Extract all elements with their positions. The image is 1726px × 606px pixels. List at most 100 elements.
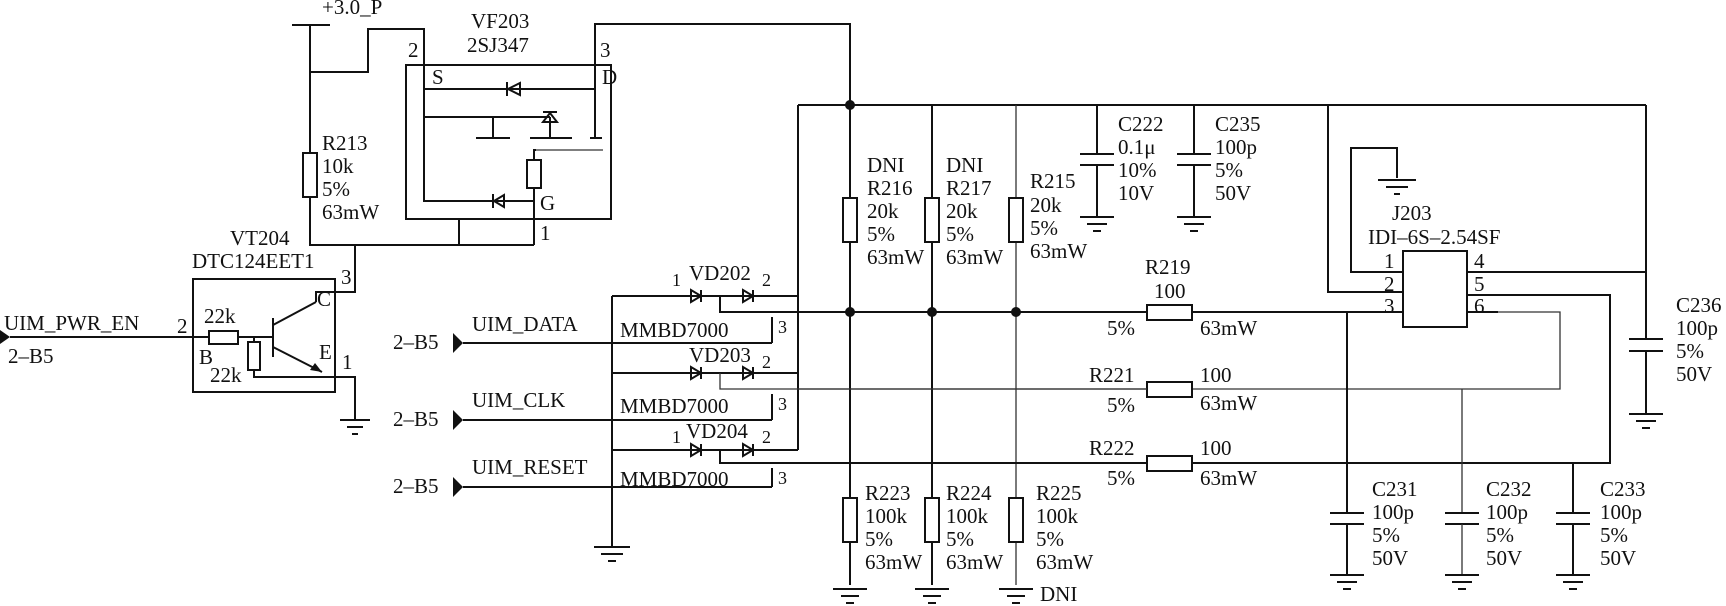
c235-ref: C235 xyxy=(1215,112,1261,136)
diode-array-vd204: 1 VD204 2 MMBD7000 3 xyxy=(612,294,1611,491)
r213-tol: 5% xyxy=(322,177,350,201)
r216-power: 63mW xyxy=(867,245,924,269)
vd204-pin2: 2 xyxy=(762,427,771,447)
r223-tol: 5% xyxy=(865,527,893,551)
port-uim-clk[interactable]: 2–B5 UIM_CLK xyxy=(393,388,772,431)
r222-value: 100 xyxy=(1200,436,1232,460)
r221-value: 100 xyxy=(1200,363,1232,387)
r222-ref: R222 xyxy=(1089,436,1135,460)
r219-tol: 5% xyxy=(1107,316,1135,340)
c233-tol: 5% xyxy=(1600,523,1628,547)
net-uim-clk: UIM_CLK xyxy=(472,388,565,412)
c222-value: 0.1μ xyxy=(1118,135,1156,159)
vt204-part: DTC124EET1 xyxy=(192,249,314,273)
j203-pin6: 6 xyxy=(1474,294,1485,318)
c235-value: 100p xyxy=(1215,135,1257,159)
vt204-ref: VT204 xyxy=(230,226,290,250)
c231-ref: C231 xyxy=(1372,477,1418,501)
c222-tol: 10% xyxy=(1118,158,1157,182)
r221-ref: R221 xyxy=(1089,363,1135,387)
vd203-pin2: 2 xyxy=(762,352,771,372)
r219-power: 63mW xyxy=(1200,316,1257,340)
vd202-pin3: 3 xyxy=(778,317,787,337)
r217-tol: 5% xyxy=(946,222,974,246)
c236-voltage: 50V xyxy=(1676,362,1712,386)
resistor-r222: R222 100 5% 63mW xyxy=(1089,436,1257,490)
vd202-part: MMBD7000 xyxy=(620,318,729,342)
r216-tol: 5% xyxy=(867,222,895,246)
r223-power: 63mW xyxy=(865,550,922,574)
port-arrow-icon xyxy=(0,330,10,344)
transistor-vt204: VT204 DTC124EET1 3 C B E 1 2 22k 22k xyxy=(10,226,356,420)
vf203-ref: VF203 xyxy=(471,9,529,33)
c222-ref: C222 xyxy=(1118,112,1164,136)
resistor-r219: R219 100 5% 63mW xyxy=(1107,255,1257,340)
vt204-pin-e: 1 xyxy=(342,350,353,374)
r223-value: 100k xyxy=(865,504,908,528)
vd202-pin2: 2 xyxy=(762,270,771,290)
net-uim-reset-ref: 2–B5 xyxy=(393,474,439,498)
vf203-label-g: G xyxy=(540,191,555,215)
resistor-r213: R213 10k 5% 63mW xyxy=(302,131,379,224)
resistor-r225: R225 100k 5% 63mW DNI xyxy=(999,481,1093,606)
r224-tol: 5% xyxy=(946,527,974,551)
j203-pin3: 3 xyxy=(1384,294,1395,318)
r224-power: 63mW xyxy=(946,550,1003,574)
r215-tol: 5% xyxy=(1030,216,1058,240)
c232-value: 100p xyxy=(1486,500,1528,524)
ground-icon xyxy=(915,588,949,604)
r217-ref: R217 xyxy=(946,176,992,200)
resistor-r217: DNI R217 20k 5% 63mW xyxy=(924,105,1003,585)
mosfet-vf203: VF203 2SJ347 2 3 S D G 1 xyxy=(405,9,617,245)
vf203-pin-s: 2 xyxy=(408,38,419,62)
r216-value: 20k xyxy=(867,199,899,223)
c236-value: 100p xyxy=(1676,316,1718,340)
ground-icon xyxy=(340,419,370,435)
vt204-label-c: C xyxy=(317,287,331,311)
j203-pin4: 4 xyxy=(1474,249,1485,273)
r221-power: 63mW xyxy=(1200,391,1257,415)
ground-icon xyxy=(594,546,630,562)
vd204-pin3: 3 xyxy=(778,468,787,488)
r215-power: 63mW xyxy=(1030,239,1087,263)
resistor-r221: R221 100 5% 63mW xyxy=(1089,363,1257,417)
port-uim-data[interactable]: 2–B5 UIM_DATA xyxy=(393,312,772,354)
c232-ref: C232 xyxy=(1486,477,1532,501)
r225-tol: 5% xyxy=(1036,527,1064,551)
r221-tol: 5% xyxy=(1107,393,1135,417)
net-uim-reset: UIM_RESET xyxy=(472,455,588,479)
c231-value: 100p xyxy=(1372,500,1414,524)
vd202-pin1: 1 xyxy=(672,270,681,290)
vd204-ref: VD204 xyxy=(686,419,748,443)
j203-pin2: 2 xyxy=(1384,272,1395,296)
vd204-pin1: 1 xyxy=(672,427,681,447)
ground-icon xyxy=(999,588,1033,604)
r222-power: 63mW xyxy=(1200,466,1257,490)
r217-note: DNI xyxy=(946,153,983,177)
j203-part: IDI–6S–2.54SF xyxy=(1368,225,1500,249)
capacitor-c232: C232 100p 5% 50V xyxy=(1445,389,1532,590)
port-uim-reset[interactable]: 2–B5 UIM_RESET xyxy=(393,455,772,498)
net-uim-clk-ref: 2–B5 xyxy=(393,407,439,431)
vf203-label-s: S xyxy=(432,65,444,89)
vd204-part: MMBD7000 xyxy=(620,467,729,491)
vf203-pin-g: 1 xyxy=(540,221,551,245)
r223-ref: R223 xyxy=(865,481,911,505)
vd203-part: MMBD7000 xyxy=(620,394,729,418)
vf203-part: 2SJ347 xyxy=(467,33,529,57)
resistor-r223: R223 100k 5% 63mW xyxy=(833,481,922,604)
power-label: +3.0_P xyxy=(322,0,382,19)
r216-note: DNI xyxy=(867,153,904,177)
r217-value: 20k xyxy=(946,199,978,223)
r213-power: 63mW xyxy=(322,200,379,224)
port-uim-pwr-en[interactable]: UIM_PWR_EN 2–B5 xyxy=(0,311,139,368)
capacitor-c236: C236 100p 5% 50V xyxy=(1629,272,1722,429)
r224-value: 100k xyxy=(946,504,989,528)
connector-j203: J203 IDI–6S–2.54SF 1 2 3 4 5 6 xyxy=(1327,105,1647,328)
r219-ref: R219 xyxy=(1145,255,1191,279)
port-arrow-icon xyxy=(453,333,463,353)
c236-tol: 5% xyxy=(1676,339,1704,363)
c236-ref: C236 xyxy=(1676,293,1722,317)
r225-note: DNI xyxy=(1040,582,1077,606)
r225-power: 63mW xyxy=(1036,550,1093,574)
